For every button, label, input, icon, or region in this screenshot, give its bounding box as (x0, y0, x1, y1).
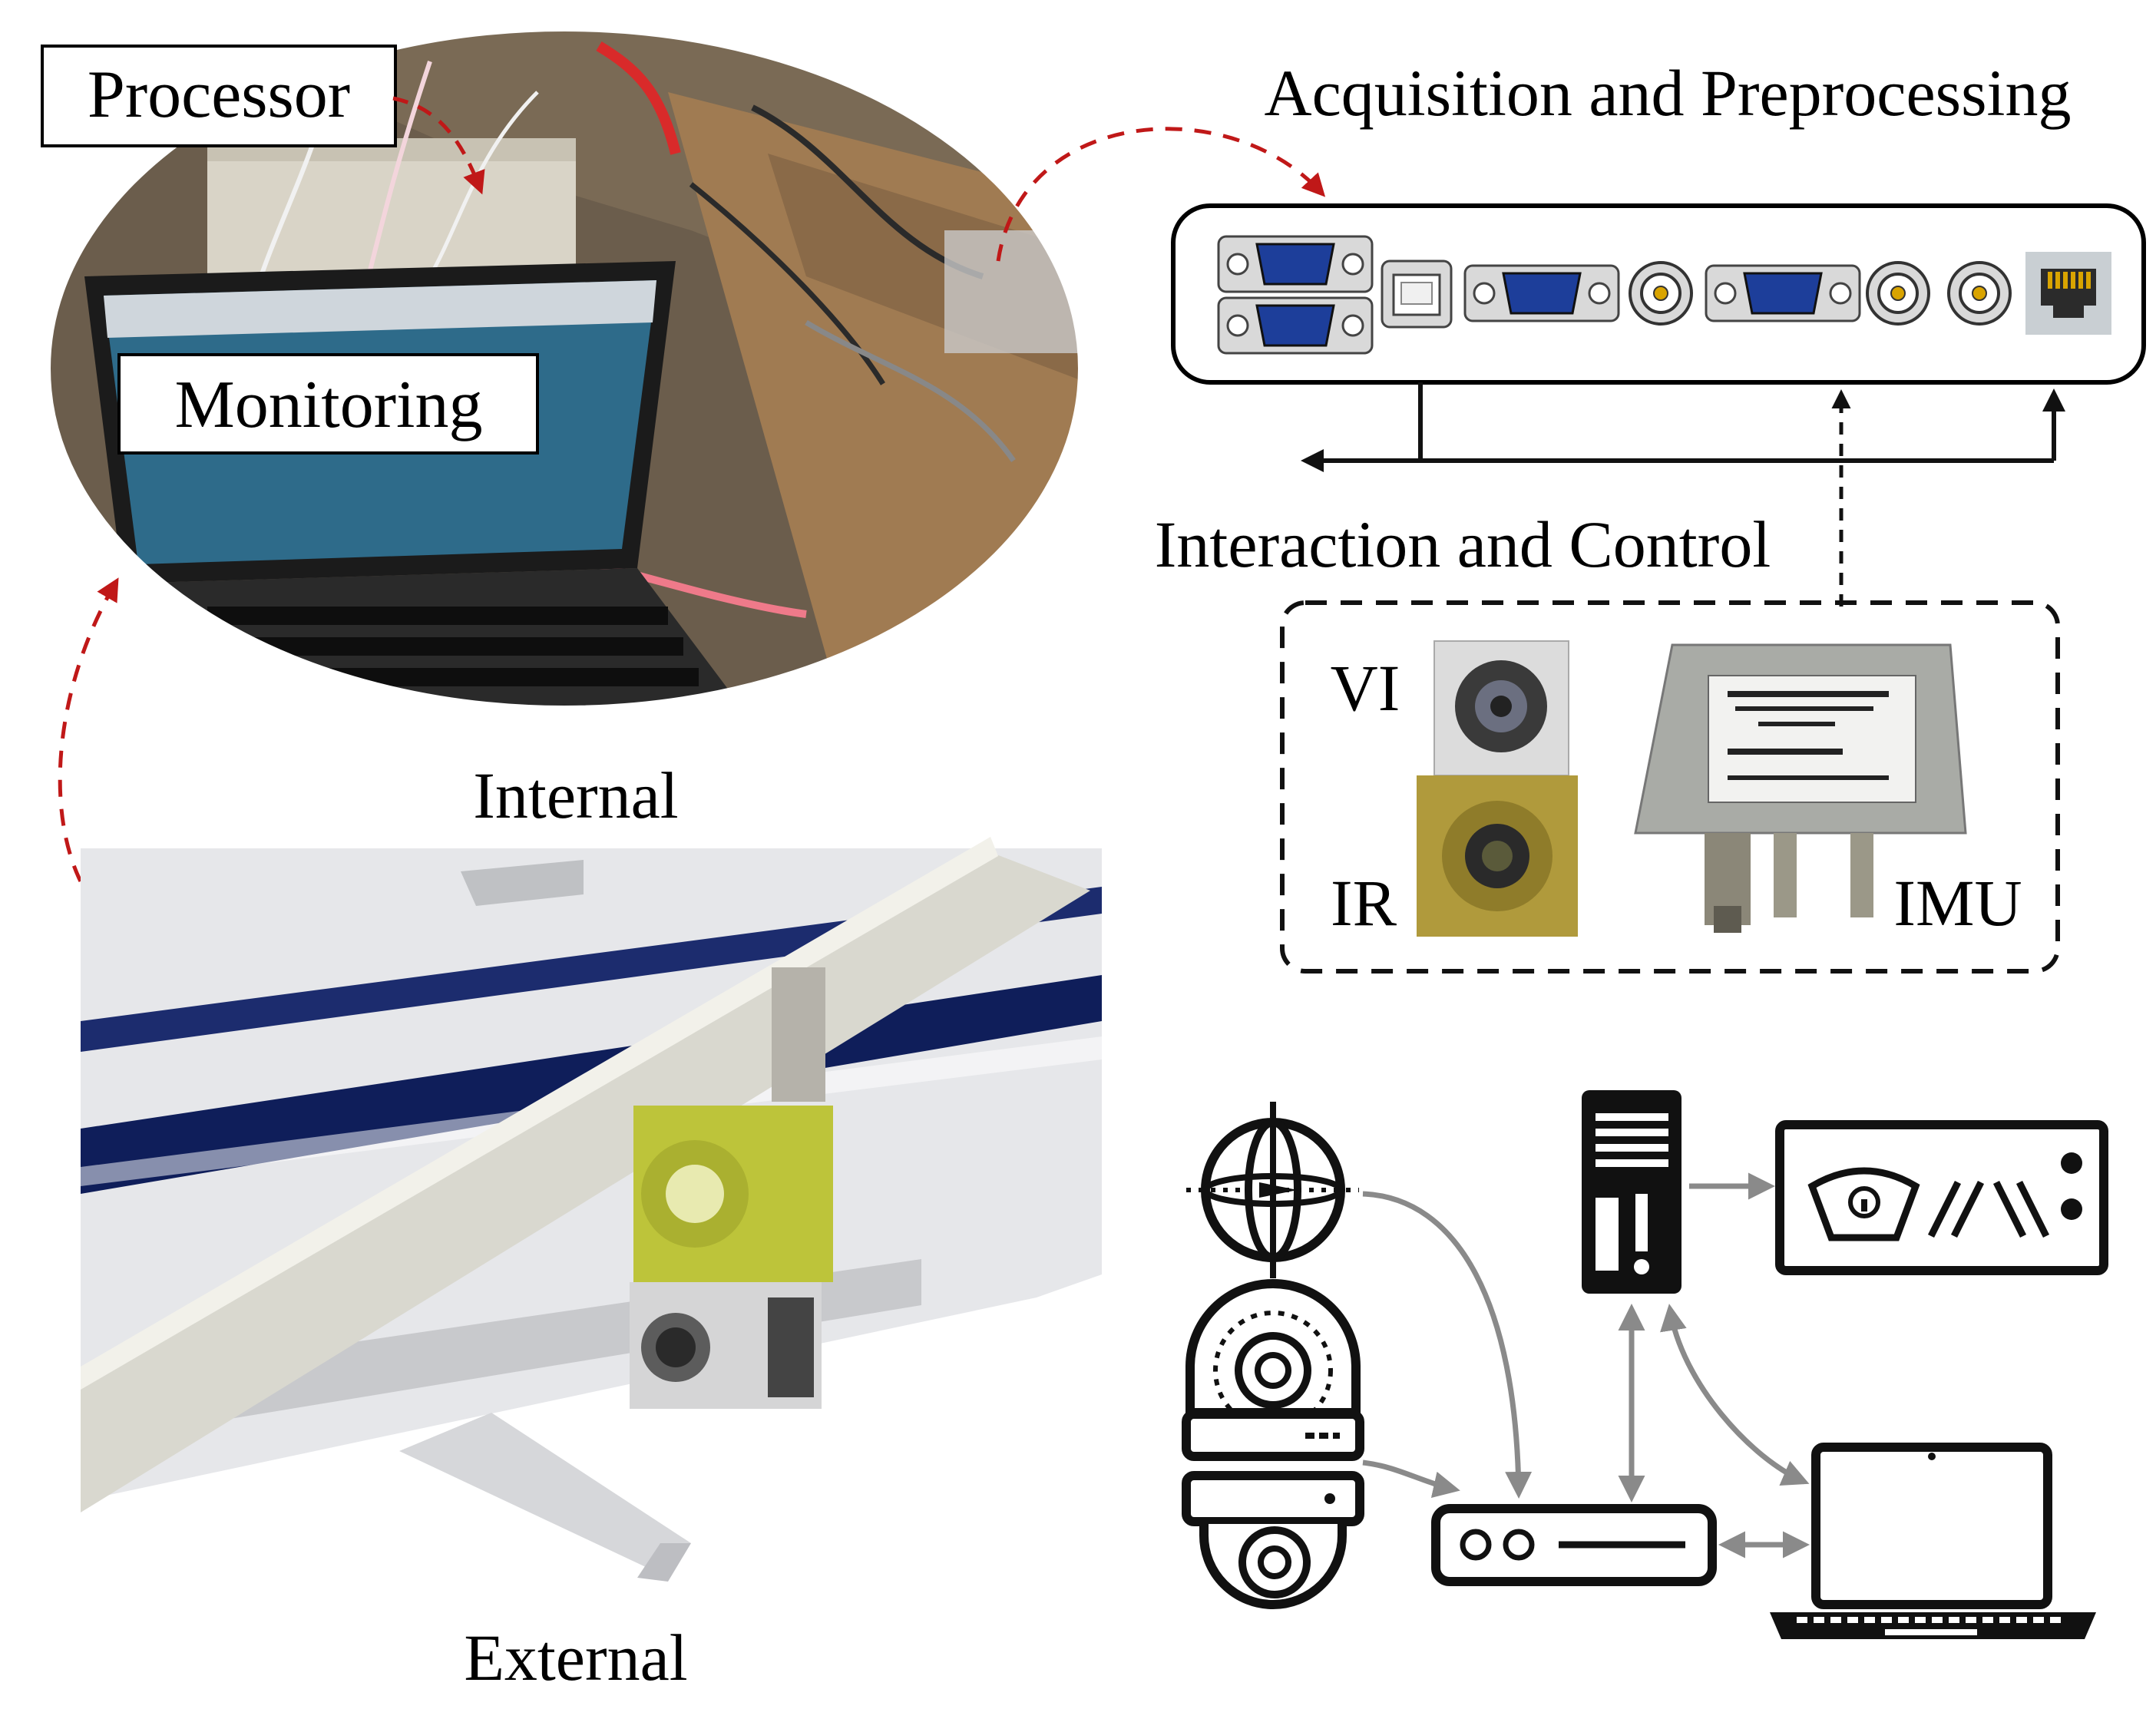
imu-box-photo (1634, 643, 1967, 933)
processor-label: Processor (88, 58, 350, 132)
gyroscope-icon (1186, 1102, 1359, 1278)
vi-label: VI (1331, 651, 1400, 725)
monitoring-label: Monitoring (175, 368, 483, 442)
network-switch-icon (1431, 1504, 1717, 1586)
dashboard-display-icon (1775, 1120, 2108, 1275)
dome-camera-icon (1182, 1279, 1364, 1461)
computer-tower-icon (1582, 1090, 1681, 1294)
usb-port-icon (1381, 259, 1453, 329)
bnc-port-icon (1947, 261, 2012, 326)
processor-label-box (41, 45, 397, 147)
ir-label: IR (1331, 866, 1397, 940)
processor-to-acquisition-dashed-arrow (996, 127, 1326, 262)
vga-port-icon (1705, 264, 1861, 322)
imu-label: IMU (1893, 866, 2022, 940)
interaction-control-connectors (1301, 382, 2065, 607)
rj45-port-icon (2025, 252, 2111, 335)
processor-dashed-arrow (392, 96, 485, 195)
aircraft-pod-photo (81, 837, 1102, 1582)
ptz-camera-icon (1182, 1471, 1364, 1609)
monitoring-label-box (117, 353, 539, 455)
bnc-port-icon (1866, 261, 1930, 326)
sensor-dashed-box (1280, 600, 2060, 974)
vga-port-icon (1463, 264, 1620, 322)
interaction-label: Interaction and Control (1155, 507, 1771, 581)
laptop-icon (1770, 1443, 2096, 1639)
vga-port-icon (1217, 296, 1374, 355)
external-label: External (464, 1621, 687, 1694)
camera-photo (1417, 640, 1578, 937)
network-arrows (1362, 1172, 1810, 1559)
bnc-port-icon (1629, 261, 1693, 326)
acquisition-panel (1171, 203, 2146, 385)
internal-label: Internal (473, 759, 678, 832)
vga-port-icon (1217, 235, 1374, 293)
acquisition-label: Acquisition and Preprocessing (1265, 56, 2072, 130)
